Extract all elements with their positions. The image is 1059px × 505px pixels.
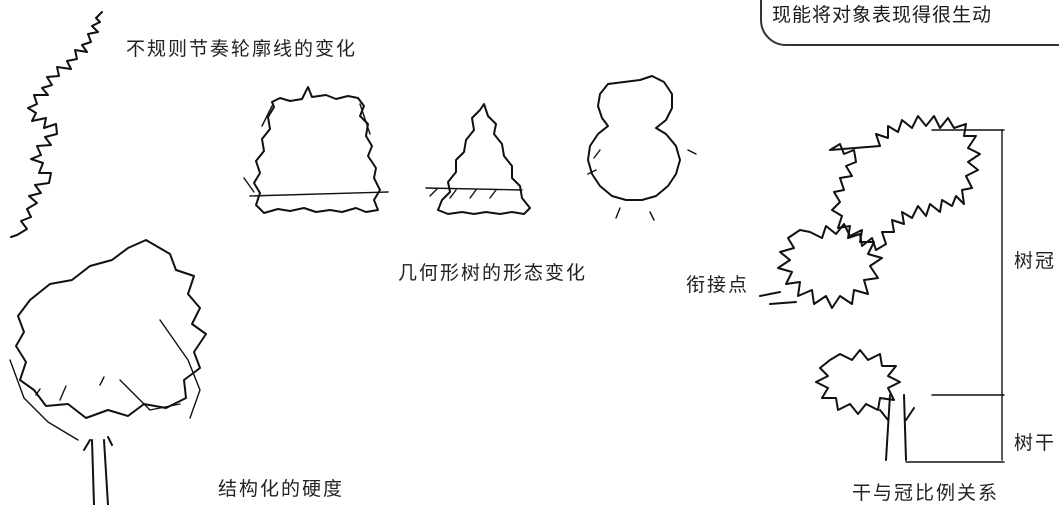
- note-text: 现能将对象表现得很生动: [772, 4, 993, 26]
- label-junction-point: 衔接点: [686, 274, 750, 296]
- structured-hard-tree-crown: [15, 239, 207, 419]
- label-structured-hardness: 结构化的硬度: [218, 478, 345, 500]
- proportion-tree-crown: [829, 115, 981, 251]
- label-trunk: 树干: [1014, 432, 1057, 454]
- structured-hard-tree-trunk: [83, 436, 113, 505]
- label-irregular-rhythm: 不规则节奏轮廓线的变化: [126, 38, 358, 60]
- label-geometric-forms: 几何形树的形态变化: [398, 262, 588, 284]
- label-trunk-crown-ratio: 干与冠比例关系: [852, 482, 1000, 504]
- irregular-contour-line: [10, 11, 103, 238]
- crown-dimension-line: [905, 129, 1005, 463]
- trapezoid-tree-form: [253, 86, 381, 214]
- label-crown: 树冠: [1014, 250, 1057, 272]
- note-callout-box: [760, 0, 1059, 46]
- triangle-tree-form: [437, 103, 531, 215]
- gourd-tree-form: [587, 75, 681, 201]
- proportion-tree-trunk: [879, 394, 915, 461]
